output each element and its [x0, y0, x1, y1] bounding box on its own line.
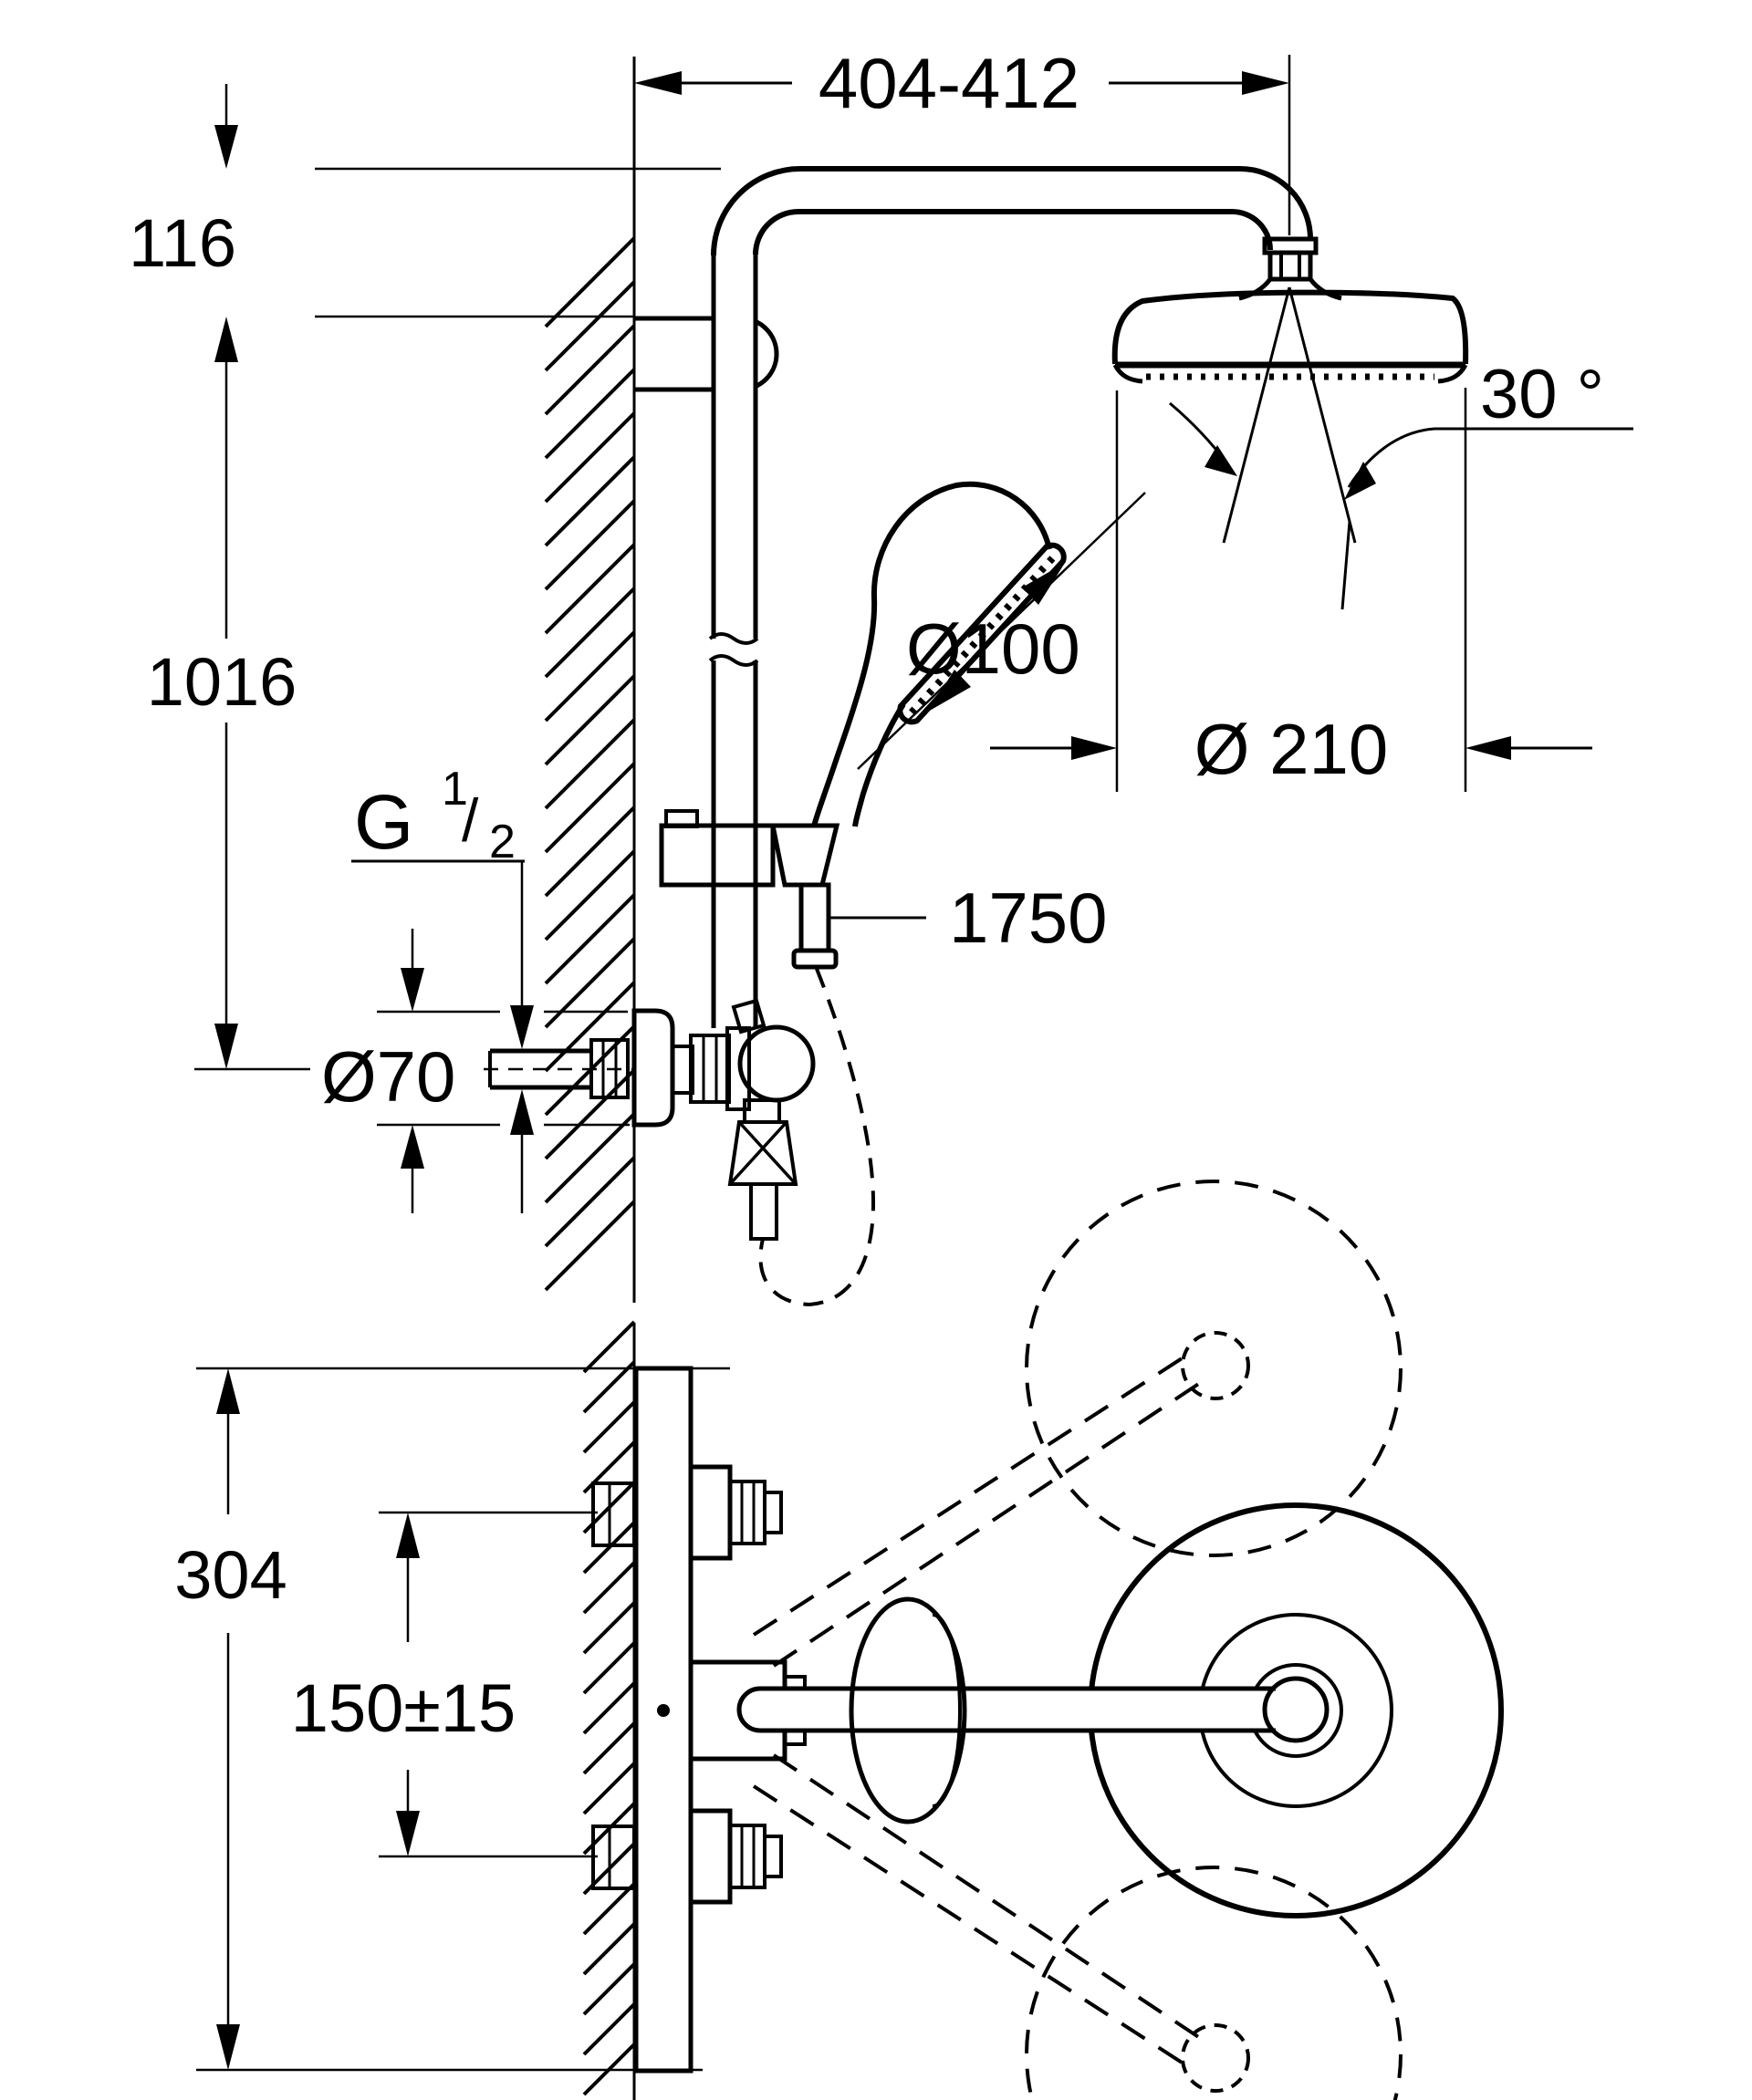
dim-supply-spacing: 150±15 — [291, 1511, 598, 1858]
dim-body-height: 304 — [174, 1367, 730, 2072]
shower-arm-plan — [736, 1676, 1330, 1743]
dim-escutcheon-diameter: Ø70 — [321, 929, 630, 1213]
body-height-label: 304 — [174, 1537, 287, 1613]
dim-thread: G 1 / 2 — [351, 763, 534, 1213]
hand-shower-diameter-label: Ø100 — [906, 608, 1080, 689]
escutcheon — [631, 1008, 675, 1128]
hand-shower-plan — [849, 1596, 967, 1825]
supply-union-nut — [589, 1038, 630, 1099]
dim-hand-shower-diameter: Ø100 — [857, 492, 1146, 770]
dim-head-shower-diameter: Ø 210 — [990, 388, 1592, 792]
thread-denominator: 2 — [489, 816, 516, 868]
hose-length-label: 1750 — [949, 878, 1108, 958]
rail-break-upper — [708, 632, 759, 645]
thermostat-valve-side — [484, 998, 816, 1241]
arm-to-bracket-label: 116 — [129, 205, 236, 281]
supply-spacing-label: 150±15 — [291, 1670, 516, 1746]
plate-screw — [657, 1704, 670, 1717]
dim-bracket-to-valve: 1016 — [147, 362, 310, 1071]
head-shower-position-top-dashed — [1025, 1180, 1403, 1557]
shower-hose-dashed — [758, 968, 876, 1307]
dim-arm-reach: 404-412 — [634, 43, 1291, 235]
hose-outlet — [749, 1182, 778, 1241]
rail-break-lower — [708, 654, 759, 667]
valve-lever-tab — [731, 998, 766, 1034]
swivel-angle-label: 30 ° — [1480, 356, 1604, 433]
escutcheon-diameter-label: Ø70 — [321, 1036, 455, 1117]
thread-g-label: G — [354, 779, 413, 865]
dim-arm-to-bracket: 116 — [129, 84, 721, 362]
thread-numerator: 1 — [442, 763, 468, 816]
angle-arrow-right — [1344, 462, 1376, 500]
connection-stack-bottom — [688, 1808, 783, 1905]
arm-reach-label: 404-412 — [819, 43, 1079, 123]
head-shower-diameter-label: Ø 210 — [1194, 709, 1388, 789]
plan-view: 304 150±15 — [174, 1180, 1504, 2100]
head-shower-position-bottom-dashed — [1025, 1866, 1403, 2100]
swivel-angle-30: 30 ° — [1169, 286, 1633, 610]
connection-stack-top — [688, 1464, 783, 1561]
angle-arrow-left — [1204, 445, 1237, 476]
thread-slash: / — [462, 786, 479, 854]
bracket-to-valve-label: 1016 — [147, 644, 297, 720]
riser-rail — [708, 228, 761, 1028]
swivel-arm-dashed-bottom — [752, 1753, 1250, 2093]
arm-ball-plan — [1262, 1676, 1330, 1743]
dim-hose-length: 1750 — [829, 878, 1108, 958]
swivel-arm-dashed-top — [752, 1331, 1250, 1668]
shower-arm — [711, 166, 1313, 256]
